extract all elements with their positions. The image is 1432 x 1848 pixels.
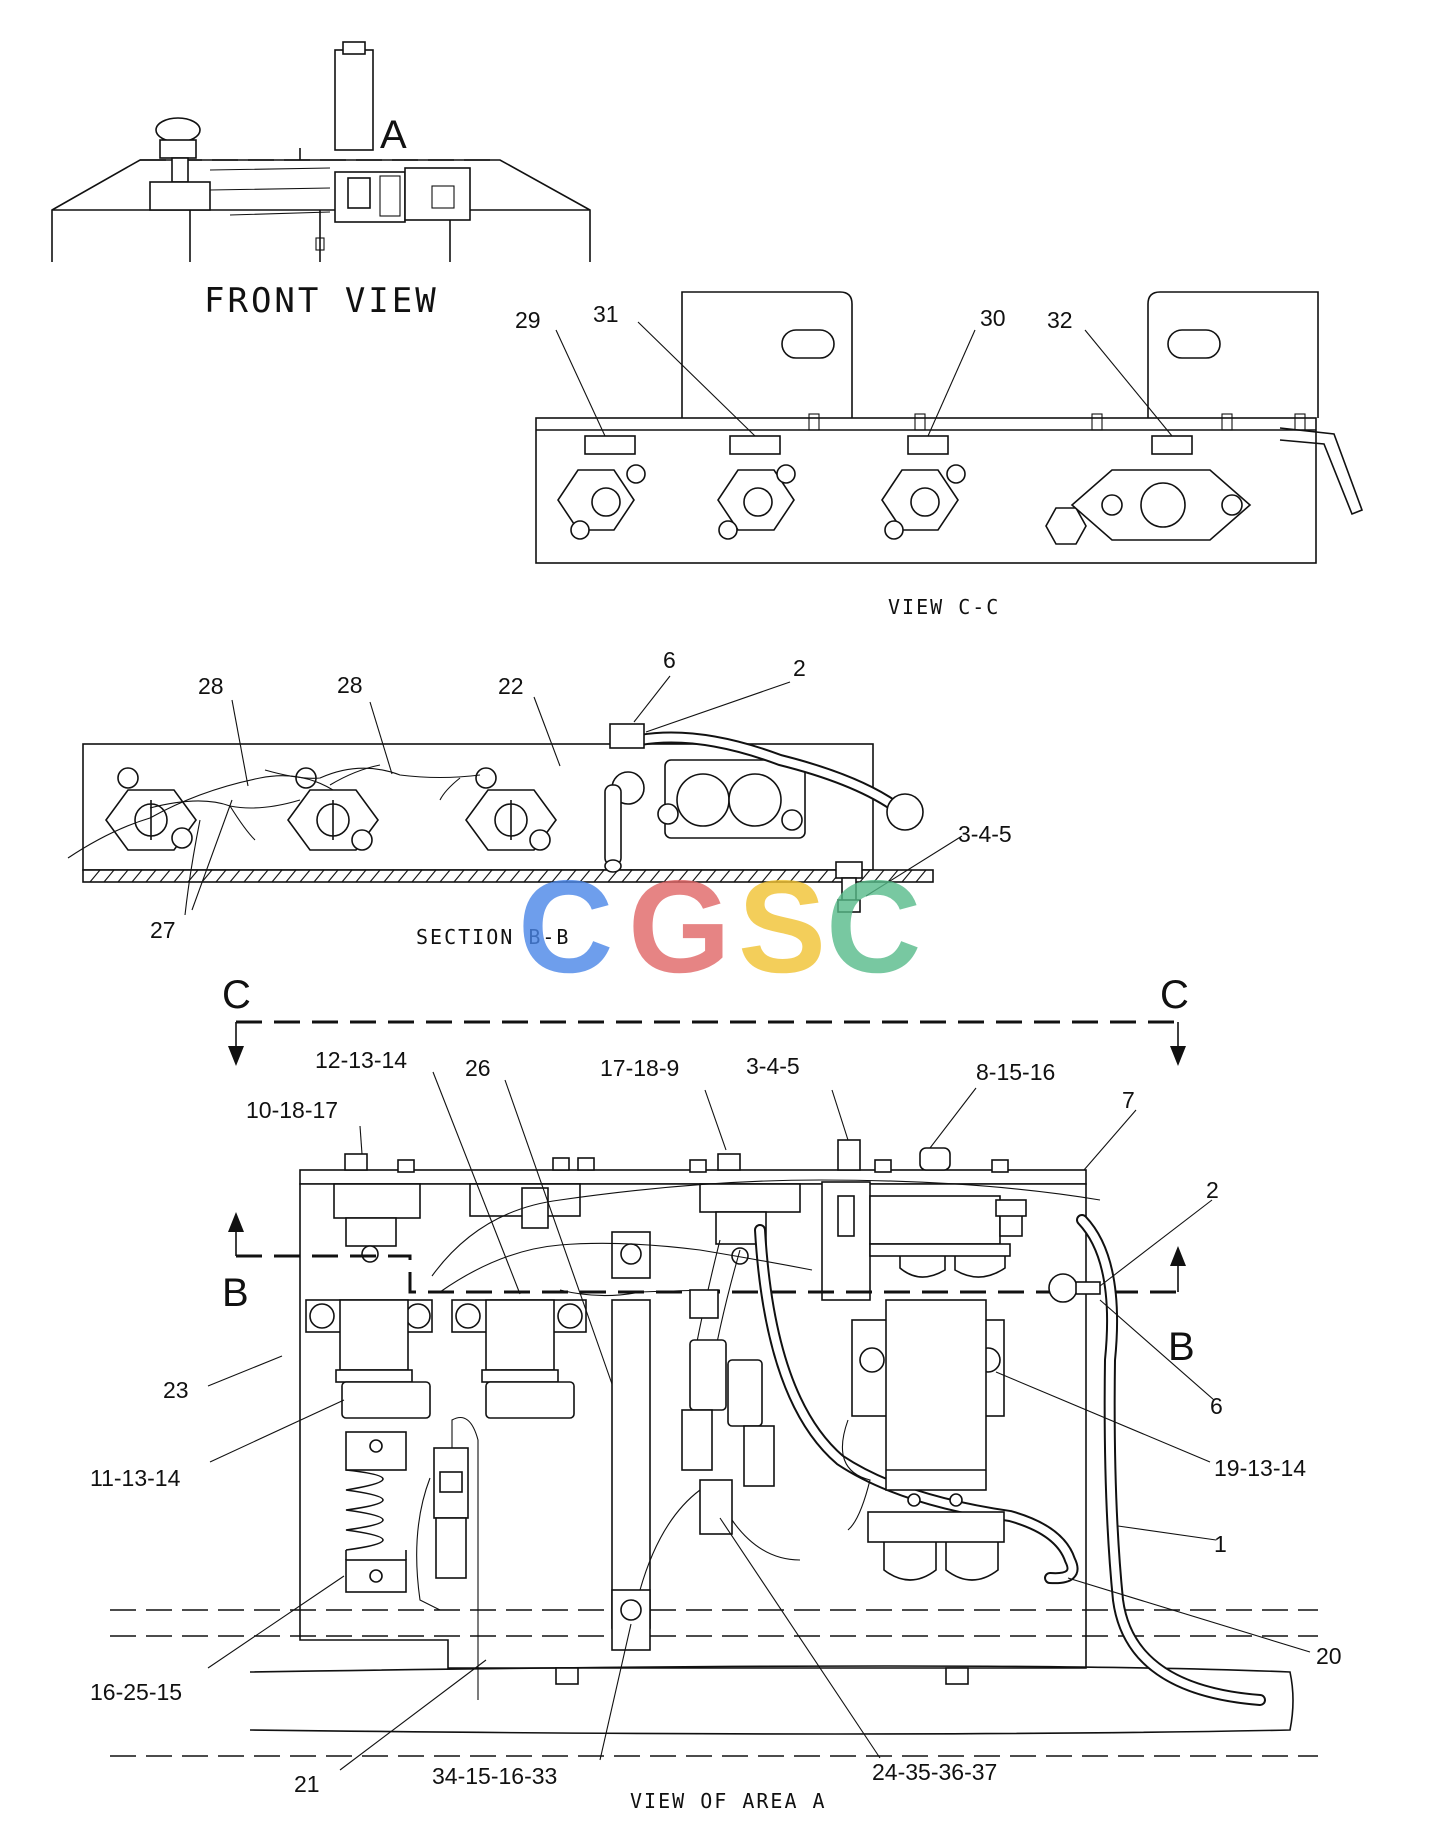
watermark-letter: C [518,853,613,1000]
watermark-letter: G [628,853,731,1000]
callout-26: 26 [465,1055,491,1081]
section-bb: 28 28 22 6 2 3-4-5 27 SECTION B-B [67,647,1012,949]
callout-28a: 28 [198,673,224,699]
callout-8-15-16: 8-15-16 [976,1059,1055,1085]
callout-34-15-16-33: 34-15-16-33 [432,1763,557,1789]
callout-2-bb: 2 [793,655,806,681]
callout-23: 23 [163,1377,189,1403]
callout-24-35-36-37: 24-35-36-37 [872,1759,997,1785]
callout-3-4-5-bb: 3-4-5 [958,821,1012,847]
callout-10-18-17: 10-18-17 [246,1097,338,1123]
callout-2-a: 2 [1206,1177,1219,1203]
callout-17-18-9: 17-18-9 [600,1055,679,1081]
watermark-letter: S [738,853,826,1000]
section-marker-b-right: B [1168,1325,1195,1369]
callout-21: 21 [294,1771,320,1797]
callout-31: 31 [593,301,619,327]
callout-27: 27 [150,917,176,943]
callout-6-a: 6 [1210,1393,1223,1419]
callout-32: 32 [1047,307,1073,333]
front-view-marker-a: A [380,113,407,157]
view-area-a-title: VIEW OF AREA A [630,1789,827,1813]
callout-22: 22 [498,673,524,699]
callout-29: 29 [515,307,541,333]
view-cc-title: VIEW C-C [888,595,1000,619]
section-marker-b-left: B [222,1271,249,1315]
section-marker-c-right: C [1160,973,1189,1017]
callout-28b: 28 [337,672,363,698]
view-area-a: C C [90,973,1342,1813]
callout-11-13-14: 11-13-14 [90,1465,181,1491]
callout-12-13-14: 12-13-14 [315,1047,407,1073]
front-view-title: FRONT VIEW [204,281,439,321]
callout-16-25-15: 16-25-15 [90,1679,182,1705]
section-marker-c-left: C [222,973,251,1017]
watermark-letter: C [826,853,921,1000]
callout-20: 20 [1316,1643,1342,1669]
section-bb-title: SECTION B-B [416,925,570,949]
front-view: A FRONT VIEW [51,41,591,321]
callout-19-13-14: 19-13-14 [1214,1455,1306,1481]
callout-30: 30 [980,305,1006,331]
callout-3-4-5-a: 3-4-5 [746,1053,800,1079]
callout-6-bb: 6 [663,647,676,673]
callout-7: 7 [1122,1087,1135,1113]
callout-1: 1 [1214,1531,1227,1557]
view-cc: 29 31 30 32 VIEW C-C [515,291,1364,619]
